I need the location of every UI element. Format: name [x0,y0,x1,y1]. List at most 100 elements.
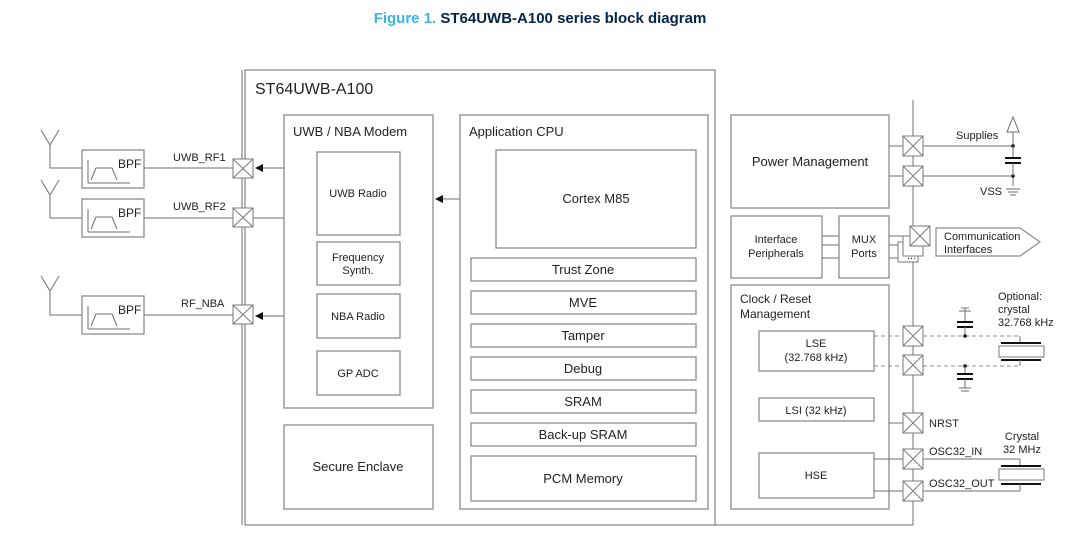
figure-caption: ST64UWB-A100 series block diagram [440,10,707,27]
optional-crystal-label-2: crystal [998,304,1030,316]
supplies-label: Supplies [956,130,999,142]
mux-ports-label-1: MUX [852,234,877,246]
interface-peripherals-block [730,215,823,279]
bpf-label: BPF [118,157,141,171]
pin-stack-ellipsis: ... [907,250,916,262]
pin-nrst [902,412,924,434]
uwb-radio-block [316,151,401,236]
cpu-title: Application CPU [469,124,564,139]
lse-crystal-icon [998,336,1045,366]
nrst-label: NRST [929,418,959,430]
vss-label: VSS [980,186,1002,198]
antenna-icon [40,179,82,219]
pcm-memory-block [470,455,697,502]
trust-zone-label: Trust Zone [552,262,614,277]
signal-rf-nba: RF_NBA [181,298,225,310]
osc32-in-label: OSC32_IN [929,446,982,458]
pin-supplies [902,135,924,157]
osc32-out-label: OSC32_OUT [929,478,995,490]
lse-load-capacitor-bottom-icon [957,364,973,392]
lsi-label: LSI (32 kHz) [785,405,846,417]
lse-label-1: LSE [806,338,827,350]
pin-vss [902,165,924,187]
clock-reset-title-1: Clock / Reset [740,292,812,306]
decoupling-capacitor-icon [1005,146,1021,176]
chip-name: ST64UWB-A100 [255,81,373,98]
lse-label-2: (32.768 kHz) [785,352,848,364]
tamper-label: Tamper [561,328,605,343]
signal-uwb-rf1: UWB_RF1 [173,152,226,164]
antenna-icon [40,129,82,169]
optional-crystal-label-3: 32.768 kHz [998,317,1054,329]
cortex-block [495,149,697,249]
communication-interfaces-arrow [935,227,1042,257]
gp-adc-block [316,350,401,396]
secure-enclave-block [283,424,434,510]
signal-uwb-rf2: UWB_RF2 [173,201,226,213]
sram-label: SRAM [564,394,602,409]
supply-arrow-icon [1006,115,1020,133]
pin-osc32-out [902,480,924,502]
cortex-label: Cortex M85 [562,191,629,206]
sram-block [470,389,697,414]
pin-stack-communication: ... [897,225,931,263]
interface-peripherals-label-1: Interface [755,234,798,246]
uwb-radio-label: UWB Radio [329,188,386,200]
mux-ports-label-2: Ports [851,248,877,260]
lse-load-capacitor-top-icon [957,307,973,338]
figure-title: Figure 1. ST64UWB-A100 series block diag… [0,10,1080,27]
frequency-synth-label-1: Frequency [332,252,384,264]
lse-block [758,330,875,372]
nba-radio-label: NBA Radio [331,311,385,323]
bpf-response-icon [87,306,130,330]
power-management-label: Power Management [752,154,869,169]
bpf-response-icon [87,160,130,184]
bpf-label: BPF [118,206,141,220]
trust-zone-block [470,257,697,282]
communication-interfaces-label-1: Communication [944,231,1020,243]
pin-lse-out [902,354,924,376]
bpf-label: BPF [118,303,141,317]
bpf-response-icon [87,209,130,233]
clock-reset-title-2: Management [740,307,811,321]
modem-title: UWB / NBA Modem [293,124,407,139]
debug-block [470,356,697,381]
communication-interfaces-label-2: Interfaces [944,244,993,256]
pin-uwb-rf2 [232,207,254,228]
backup-sram-block [470,422,697,447]
frequency-synth-block [316,241,401,286]
hse-block [758,452,875,499]
debug-label: Debug [564,361,602,376]
pcm-memory-label: PCM Memory [543,471,623,486]
interface-peripherals-label-2: Peripherals [748,248,804,260]
secure-enclave-label: Secure Enclave [312,459,403,474]
optional-crystal-label-1: Optional: [998,291,1042,303]
rf-chain-2: BPF UWB_RF2 [40,179,233,238]
lsi-block [758,397,875,422]
mve-block [470,290,697,315]
crystal-32mhz-label-1: Crystal [1005,431,1039,443]
figure-number: Figure 1. [373,10,437,27]
crystal-32mhz-label-2: 32 MHz [1003,444,1041,456]
bpf-box [81,295,145,335]
mve-label: MVE [569,295,598,310]
pin-rf-nba [232,304,254,325]
pin-osc32-in [902,448,924,470]
antenna-icon [40,275,82,316]
pin-lse-in [902,325,924,347]
nba-radio-block [316,293,401,339]
rf-chain-nba: BPF RF_NBA [40,275,233,335]
gp-adc-label: GP ADC [337,368,378,380]
pin-uwb-rf1 [232,158,254,179]
backup-sram-label: Back-up SRAM [539,427,628,442]
power-management-block [730,114,890,209]
ground-icon [1006,188,1020,196]
tamper-block [470,323,697,348]
mux-ports-block [838,215,890,279]
rf-chain-1: BPF UWB_RF1 [40,129,233,189]
hse-crystal-icon [998,459,1045,491]
bpf-box [81,149,145,189]
hse-label: HSE [805,470,828,482]
frequency-synth-label-2: Synth. [342,265,373,277]
